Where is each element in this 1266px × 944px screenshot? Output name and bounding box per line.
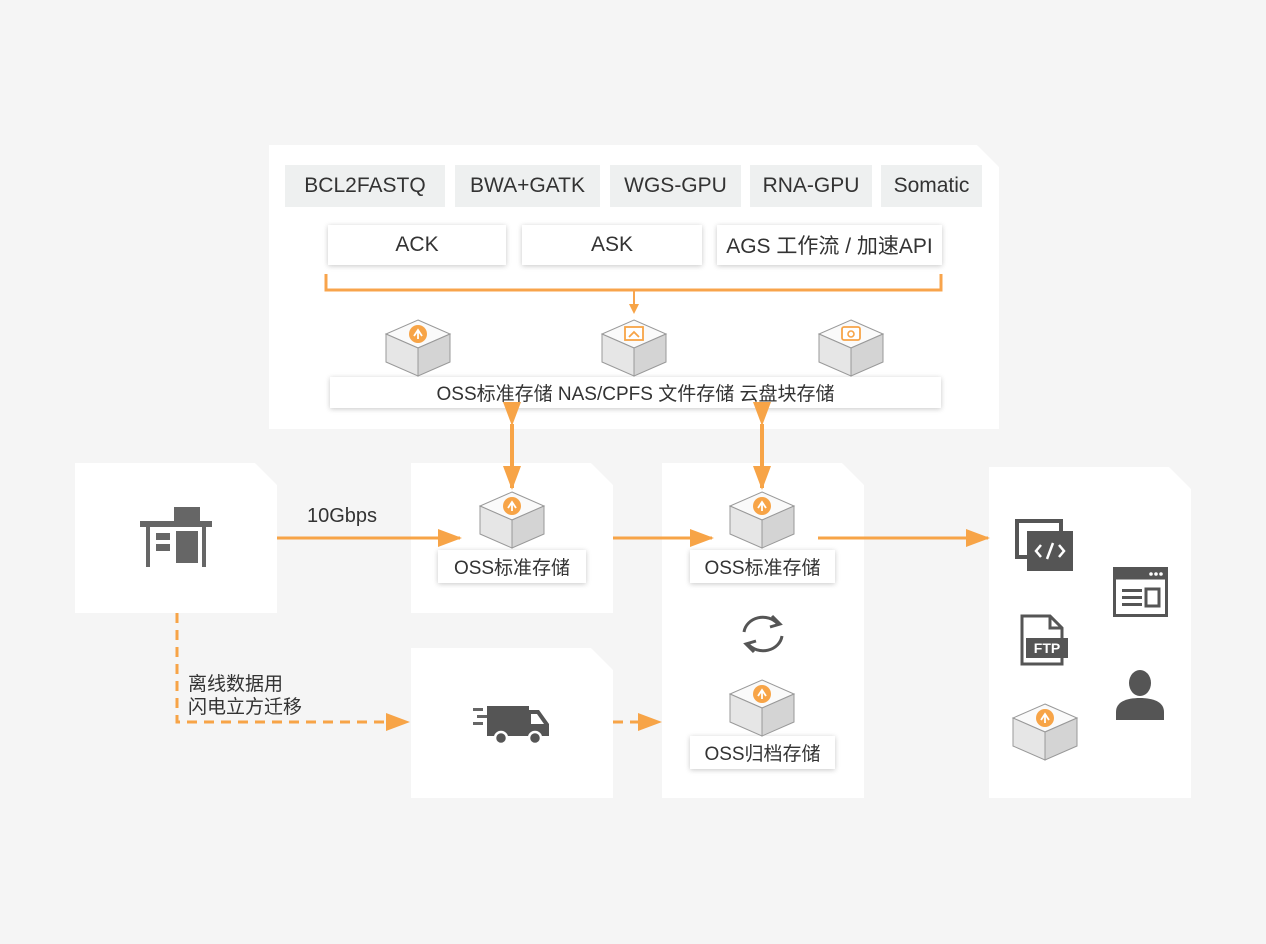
browser-window-icon [1113,567,1168,617]
refresh-icon [742,614,784,654]
chip-somatic: Somatic [881,165,982,207]
oss-cube-icon [478,491,546,549]
chip-rna-gpu: RNA-GPU [750,165,872,207]
oss-standard-label: OSS标准存储 [690,550,835,583]
service-ack: ACK [328,225,506,265]
oss-standard-label-ingest: OSS标准存储 [438,550,586,583]
ftp-file-icon: FTP [1020,614,1068,666]
oss-archive-label: OSS归档存储 [690,736,835,769]
code-window-icon [1015,519,1073,571]
svg-text:FTP: FTP [1034,640,1060,656]
offline-migration-label-line1: 离线数据用 [188,674,284,695]
offline-migration-label-line2: 闪电立方迁移 [188,697,303,718]
services-bracket [324,274,943,292]
nas-cube-icon [600,319,668,377]
oss-cube-icon [384,319,452,377]
chip-bcl2fastq: BCL2FASTQ [285,165,445,207]
archive-cube-icon [728,679,796,737]
storage-types-label: OSS标准存储 NAS/CPFS 文件存储 云盘块存储 [330,377,941,408]
truck-icon [473,706,549,746]
chip-bwa-gatk: BWA+GATK [455,165,600,207]
service-ags: AGS 工作流 / 加速API [717,225,942,265]
bandwidth-label: 10Gbps [307,505,378,527]
service-ask: ASK [522,225,702,265]
workstation-icon [140,507,212,567]
disk-cube-icon [817,319,885,377]
chip-wgs-gpu: WGS-GPU [610,165,741,207]
oss-cube-icon [1011,703,1079,761]
user-icon [1116,670,1164,720]
offline-dashed-route [175,613,410,731]
oss-cube-icon [728,491,796,549]
